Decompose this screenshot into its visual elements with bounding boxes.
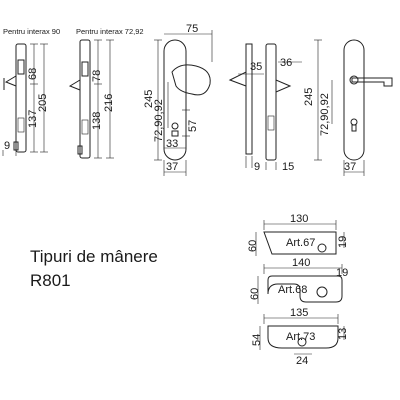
dim-205: 205 bbox=[37, 93, 49, 112]
handle-67-art: Art.67 bbox=[286, 237, 316, 249]
note-interax-7292: Pentru interax 72,92 bbox=[76, 27, 144, 36]
handle-73-width: 135 bbox=[290, 307, 309, 319]
handle-73-side: 13 bbox=[337, 327, 349, 340]
dim-9-side: 9 bbox=[254, 161, 261, 173]
dim-35: 35 bbox=[250, 61, 263, 73]
handle-68-art: Art.68 bbox=[278, 284, 308, 296]
dim-7292-center: 72,90,92 bbox=[153, 99, 165, 142]
dim-137: 137 bbox=[27, 109, 39, 128]
dim-36: 36 bbox=[280, 57, 293, 69]
dim-75: 75 bbox=[186, 23, 199, 35]
dim-57: 57 bbox=[187, 119, 199, 132]
right-plate-front bbox=[314, 39, 393, 176]
handle-art73 bbox=[259, 314, 345, 355]
handle-73-bottom: 24 bbox=[296, 355, 309, 367]
dim-33: 33 bbox=[166, 138, 179, 150]
handle-67-width: 130 bbox=[290, 213, 309, 225]
center-plate-front bbox=[154, 30, 213, 176]
left-plate-7292 bbox=[68, 39, 114, 159]
handle-73-height: 54 bbox=[251, 333, 263, 346]
dim-68: 68 bbox=[27, 67, 39, 80]
dim-216: 216 bbox=[103, 93, 115, 112]
handle-73-art: Art.73 bbox=[286, 331, 316, 343]
title-line-1: Tipuri de mânere bbox=[30, 247, 158, 266]
dim-37-right: 37 bbox=[344, 161, 357, 173]
dim-138: 138 bbox=[91, 111, 103, 130]
handle-art67 bbox=[255, 220, 345, 256]
handle-67-side: 19 bbox=[337, 235, 349, 248]
left-plate-90 bbox=[2, 43, 48, 156]
handle-68-width: 140 bbox=[292, 257, 311, 269]
dim-78: 78 bbox=[91, 69, 103, 82]
dim-37-center: 37 bbox=[166, 161, 179, 173]
note-interax-90: Pentru interax 90 bbox=[3, 27, 61, 36]
dim-245-right: 245 bbox=[303, 87, 315, 106]
dim-15: 15 bbox=[282, 161, 295, 173]
handle-art68 bbox=[257, 264, 343, 304]
handle-68-side: 19 bbox=[336, 267, 349, 279]
title-line-2: R801 bbox=[30, 271, 71, 290]
handle-68-height: 60 bbox=[249, 287, 261, 300]
handle-67-height: 60 bbox=[247, 239, 259, 252]
side-view bbox=[228, 43, 302, 170]
dim-9-left: 9 bbox=[4, 140, 11, 152]
dim-7292-right: 72,90,92 bbox=[319, 93, 331, 136]
